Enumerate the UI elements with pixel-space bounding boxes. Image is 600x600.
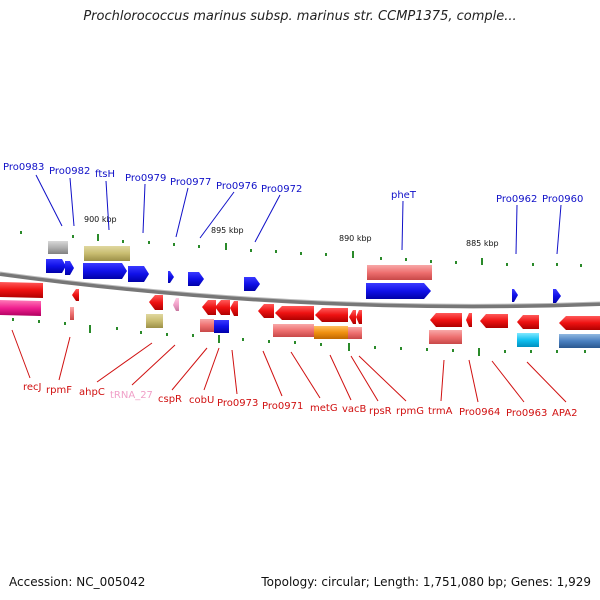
bottom-leader-lines [11, 329, 567, 403]
scale-label-890kbp: 890 kbp [339, 234, 372, 243]
gene-pro0977[interactable] [168, 271, 174, 283]
label-pro0979[interactable]: Pro0979 [125, 173, 166, 184]
label-metg[interactable]: metG [310, 403, 338, 414]
gene-recj[interactable] [0, 282, 43, 298]
scale-label-885kbp: 885 kbp [466, 239, 499, 248]
lower-tick-marks [12, 318, 586, 356]
label-pro0976[interactable]: Pro0976 [216, 181, 257, 192]
label-rpsr[interactable]: rpsR [369, 406, 392, 417]
label-pro0960[interactable]: Pro0960 [542, 194, 583, 205]
scale-label-895kbp: 895 kbp [211, 226, 244, 235]
gene-pro0979[interactable] [128, 266, 149, 282]
gene-rpmf[interactable] [72, 289, 79, 301]
gene-pro0972[interactable] [244, 277, 260, 291]
label-recj[interactable]: recJ [23, 382, 42, 393]
label-apa2[interactable]: APA2 [552, 408, 577, 419]
label-pro0983[interactable]: Pro0983 [3, 162, 44, 173]
label-cspr[interactable]: cspR [158, 394, 182, 405]
gene-cobu[interactable] [215, 300, 230, 315]
label-pro0962[interactable]: Pro0962 [496, 194, 537, 205]
label-pro0963[interactable]: Pro0963 [506, 408, 547, 419]
label-pro0982[interactable]: Pro0982 [49, 166, 90, 177]
gene-pro0971[interactable] [258, 304, 274, 318]
feature-vacb-domain[interactable] [314, 326, 348, 339]
label-ahpc[interactable]: ahpC [79, 387, 105, 398]
feature-metg-domain[interactable] [273, 324, 314, 337]
gene-apa2-next[interactable] [559, 316, 600, 330]
feature-cobu-domain[interactable] [214, 320, 229, 333]
label-rpmg[interactable]: rpmG [396, 406, 424, 417]
gene-rpmg[interactable] [356, 310, 362, 324]
gene-pro0983[interactable] [46, 259, 66, 273]
gene-rpsr[interactable] [349, 310, 356, 324]
genome-backbone [0, 272, 600, 309]
gene-pro0962[interactable] [512, 289, 518, 302]
label-pro0977[interactable]: Pro0977 [170, 177, 211, 188]
label-pro0972[interactable]: Pro0972 [261, 184, 302, 195]
label-cobu[interactable]: cobU [189, 395, 214, 406]
gene-pro0982[interactable] [65, 261, 74, 275]
upper-tick-marks [20, 231, 582, 267]
gene-trna27[interactable] [173, 298, 179, 311]
scale-label-900kbp: 900 kbp [84, 215, 117, 224]
label-rpmf[interactable]: rpmF [46, 385, 72, 396]
label-trna27[interactable]: tRNA_27 [110, 390, 153, 401]
feature-ahpc-domain[interactable] [146, 314, 163, 328]
gene-cspr[interactable] [202, 300, 216, 315]
label-trma[interactable]: trmA [428, 406, 453, 417]
accession-text: Accession: NC_005042 [9, 575, 146, 589]
label-vacb[interactable]: vacB [342, 404, 367, 415]
label-phet[interactable]: pheT [391, 190, 417, 201]
label-pro0964[interactable]: Pro0964 [459, 407, 500, 418]
gene-vacb[interactable] [315, 308, 348, 322]
map-title: Prochlorococcus marinus subsp. marinus s… [83, 9, 517, 24]
feature-rpmf-domain[interactable] [70, 307, 74, 320]
gene-pro0964[interactable] [466, 313, 472, 327]
feature-cspr-domain[interactable] [200, 319, 214, 332]
feature-vacb-domain-2[interactable] [348, 327, 362, 339]
gene-phet[interactable] [366, 283, 431, 299]
gene-apa2[interactable] [517, 315, 539, 329]
label-pro0971[interactable]: Pro0971 [262, 401, 303, 412]
label-pro0973[interactable]: Pro0973 [217, 398, 258, 409]
feature-gray[interactable] [48, 241, 68, 254]
gene-ahpc[interactable] [149, 295, 163, 310]
topology-text: Topology: circular; Length: 1,751,080 bp… [261, 575, 591, 589]
gene-ftsh[interactable] [83, 263, 127, 279]
label-ftsh[interactable]: ftsH [95, 169, 115, 180]
feature-apa2-domain[interactable] [517, 333, 539, 347]
gene-pro0960[interactable] [553, 289, 561, 303]
feature-phet-domain[interactable] [367, 265, 432, 280]
gene-pro0973[interactable] [230, 301, 238, 316]
gene-trma[interactable] [430, 313, 462, 327]
gene-pro0976[interactable] [188, 272, 204, 286]
feature-ftsh-domain[interactable] [84, 246, 130, 261]
gene-metg[interactable] [275, 306, 314, 320]
top-leader-lines [35, 174, 562, 255]
feature-steel-domain[interactable] [559, 334, 600, 348]
feature-recj-domain[interactable] [0, 300, 41, 316]
feature-trma-domain[interactable] [429, 330, 462, 344]
gene-pro0963[interactable] [480, 314, 508, 328]
genome-backbone-highlight [0, 271, 600, 305]
